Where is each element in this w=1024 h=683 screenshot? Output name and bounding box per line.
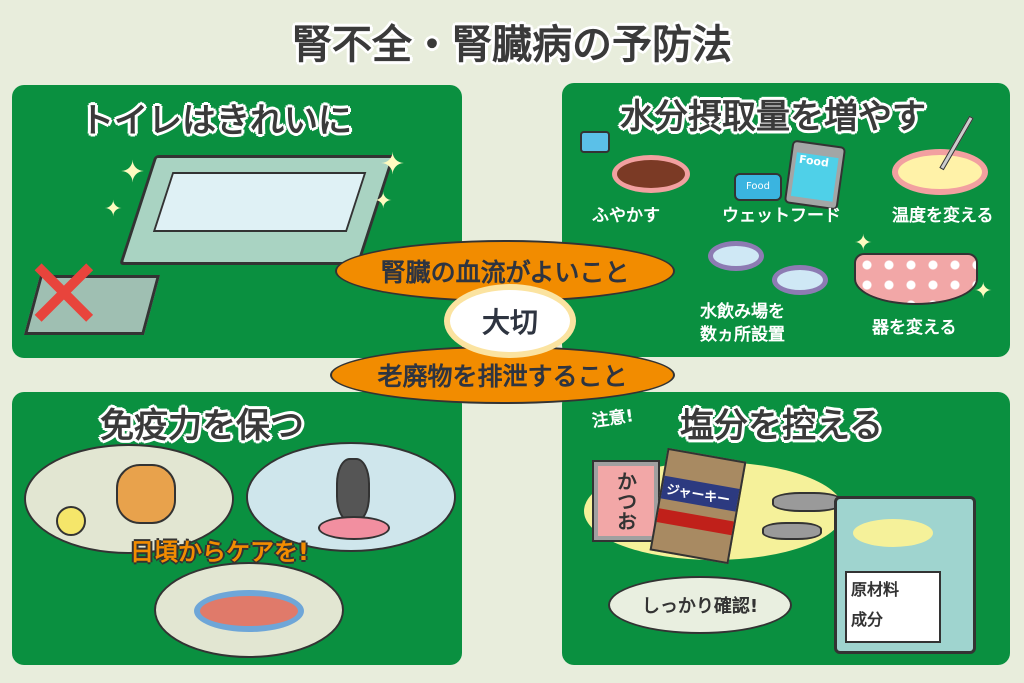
item-label: ウェットフード bbox=[722, 206, 841, 226]
polka-dot-bowl-illustration bbox=[854, 253, 978, 305]
ball-icon bbox=[56, 506, 86, 536]
jerky-label: ジャーキー bbox=[660, 475, 740, 512]
soaked-food-bowl-illustration bbox=[612, 155, 690, 193]
panel-title: 水分摂取量を増やす bbox=[620, 97, 926, 137]
panel-title: 免疫力を保つ bbox=[100, 406, 304, 446]
item-label: 器を変える bbox=[872, 318, 957, 338]
cross-icon: ✕ bbox=[22, 236, 106, 353]
item-label: 温度を変える bbox=[892, 206, 994, 226]
dried-fish-illustration bbox=[762, 522, 822, 540]
speech-bubble: しっかり確認! bbox=[608, 576, 792, 634]
cat-bed-illustration bbox=[318, 516, 390, 540]
panel-toilet: トイレはきれいに ✕ ✦ ✦ ✦ ✦ bbox=[12, 85, 462, 358]
sparkle-icon: ✦ bbox=[380, 147, 406, 182]
water-bowl-illustration bbox=[772, 265, 828, 295]
item-label: 水飲み場を 数ヵ所設置 bbox=[700, 302, 785, 345]
measuring-cup-illustration bbox=[580, 131, 610, 153]
item-label: ふやかす bbox=[592, 206, 660, 226]
sparkle-icon: ✦ bbox=[854, 231, 873, 256]
warning-label: 注意! bbox=[590, 406, 635, 432]
food-label: Food bbox=[790, 152, 839, 202]
page-title: 腎不全・腎臓病の予防法 bbox=[292, 22, 732, 68]
sunbathing-cat-scene bbox=[246, 442, 456, 552]
sparkle-icon: ✦ bbox=[974, 279, 993, 304]
food-bag-illustration: 原材料 成分 bbox=[834, 496, 976, 654]
katsuo-bag-illustration: かつお bbox=[592, 460, 660, 542]
warm-food-bowl-illustration bbox=[892, 149, 988, 195]
panel-immunity: 免疫力を保つ 日頃からケアを! bbox=[12, 392, 462, 665]
center-oval-bottom: 老廃物を排泄すること bbox=[330, 346, 675, 404]
panel-title: トイレはきれいに bbox=[80, 101, 352, 141]
importance-burst: 大切 bbox=[450, 290, 570, 352]
playing-dog-scene bbox=[24, 444, 234, 554]
food-bowl-scene bbox=[154, 562, 344, 658]
cat-illustration bbox=[336, 458, 370, 522]
water-bowl-illustration bbox=[708, 241, 764, 271]
ingredients-text: 原材料 bbox=[851, 580, 900, 599]
wet-food-can-illustration: Food bbox=[734, 173, 782, 201]
clean-litter-box-illustration bbox=[119, 155, 395, 265]
dried-fish-illustration bbox=[772, 492, 842, 512]
wet-food-pouch-illustration: Food bbox=[783, 139, 847, 211]
ingredients-label: 原材料 成分 bbox=[845, 571, 941, 643]
immunity-caption: 日頃からケアを! bbox=[130, 538, 309, 566]
panel-water: 水分摂取量を増やす ふやかす Food Food ウェットフード 温度を変える … bbox=[562, 83, 1010, 357]
sparkle-icon: ✦ bbox=[104, 197, 123, 222]
panel-salt: 塩分を控える 注意! かつお ジャーキー 原材料 成分 しっかり確認! bbox=[562, 392, 1010, 665]
sparkle-icon: ✦ bbox=[120, 155, 146, 190]
panel-title: 塩分を控える bbox=[680, 406, 883, 446]
dog-illustration bbox=[116, 464, 176, 524]
components-text: 成分 bbox=[851, 610, 884, 630]
sparkle-icon: ✦ bbox=[374, 189, 393, 214]
